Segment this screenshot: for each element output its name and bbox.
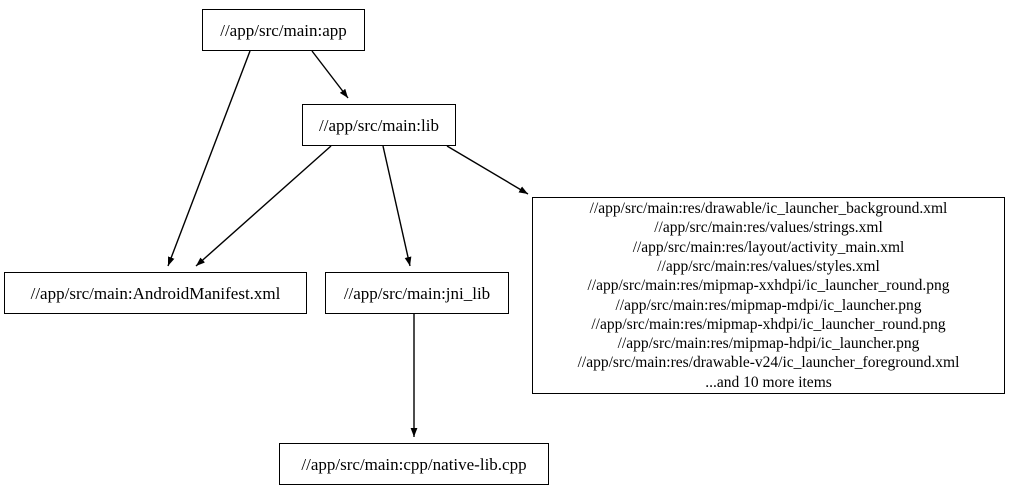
- graph-node-android-manifest[interactable]: //app/src/main:AndroidManifest.xml: [4, 272, 307, 314]
- node-label: //app/src/main:lib: [319, 115, 439, 135]
- node-label: //app/src/main:res/drawable/ic_launcher_…: [577, 200, 960, 391]
- graph-node-app[interactable]: //app/src/main:app: [202, 9, 365, 51]
- graph-edge-lib-to-jni_lib: [382, 145, 412, 267]
- node-label: //app/src/main:cpp/native-lib.cpp: [301, 454, 527, 474]
- node-label: //app/src/main:jni_lib: [343, 283, 491, 303]
- graph-node-native-lib[interactable]: //app/src/main:cpp/native-lib.cpp: [279, 443, 549, 485]
- node-label: //app/src/main:AndroidManifest.xml: [30, 283, 281, 303]
- graph-node-lib[interactable]: //app/src/main:lib: [302, 104, 456, 146]
- graph-edge-lib-to-manifest: [195, 145, 332, 267]
- edge-group: [167, 50, 529, 437]
- graph-node-res-group[interactable]: //app/src/main:res/drawable/ic_launcher_…: [532, 197, 1005, 394]
- graph-edge-app-to-lib: [311, 50, 349, 99]
- graph-edge-app-to-manifest: [167, 50, 251, 267]
- graph-node-jni-lib[interactable]: //app/src/main:jni_lib: [325, 272, 509, 314]
- node-label: //app/src/main:app: [220, 20, 347, 40]
- graph-edge-lib-to-res_group: [446, 145, 529, 195]
